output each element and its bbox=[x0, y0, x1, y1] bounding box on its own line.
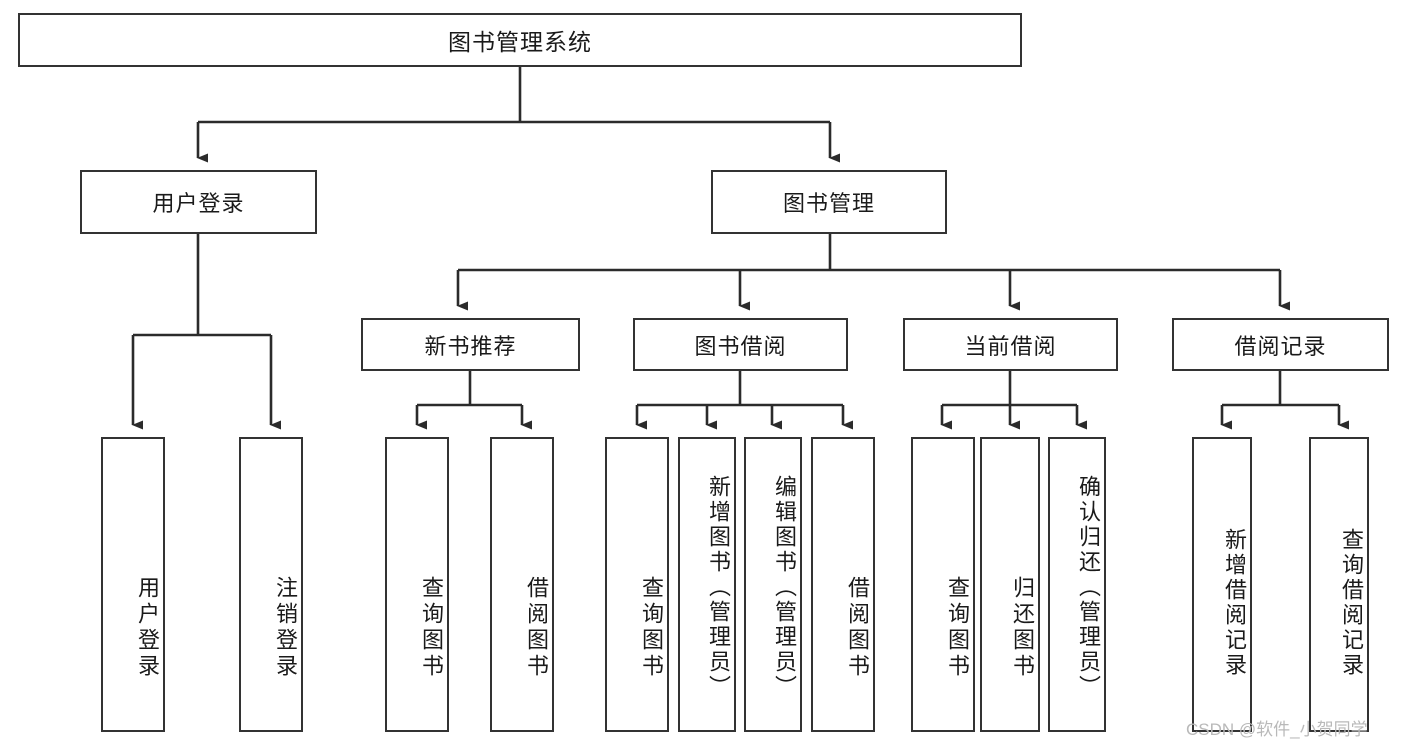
node-current-borrow-label: 当前借阅 bbox=[964, 333, 1057, 359]
leaf-logout[interactable]: 注销登录 bbox=[239, 437, 303, 732]
node-current-borrow[interactable]: 当前借阅 bbox=[903, 318, 1118, 371]
node-new-book-recommend[interactable]: 新书推荐 bbox=[361, 318, 580, 371]
leaf-query-book-3[interactable]: 查询图书 bbox=[911, 437, 975, 732]
leaf-query-book-1-label: 查询图书 bbox=[419, 575, 444, 680]
node-book-borrow-label: 图书借阅 bbox=[694, 333, 787, 359]
leaf-query-borrow-record-label: 查询借阅记录 bbox=[1339, 527, 1364, 678]
leaf-add-book-admin[interactable]: 新增图书（管理员） bbox=[678, 437, 736, 732]
leaf-edit-book-admin-label: 编辑图书（管理员） bbox=[772, 475, 797, 700]
watermark: CSDN @软件_小贺同学 bbox=[1186, 720, 1368, 739]
leaf-add-borrow-record[interactable]: 新增借阅记录 bbox=[1192, 437, 1252, 732]
leaf-confirm-return-admin-label: 确认归还（管理员） bbox=[1076, 475, 1101, 700]
leaf-borrow-book-1-label: 借阅图书 bbox=[524, 575, 549, 680]
leaf-logout-label: 注销登录 bbox=[273, 575, 298, 680]
node-borrow-record-label: 借阅记录 bbox=[1234, 333, 1327, 359]
leaf-return-book[interactable]: 归还图书 bbox=[980, 437, 1040, 732]
leaf-user-login[interactable]: 用户登录 bbox=[101, 437, 165, 732]
node-book-borrow[interactable]: 图书借阅 bbox=[633, 318, 848, 371]
leaf-confirm-return-admin[interactable]: 确认归还（管理员） bbox=[1048, 437, 1106, 732]
leaf-user-login-label: 用户登录 bbox=[135, 575, 160, 680]
leaf-edit-book-admin[interactable]: 编辑图书（管理员） bbox=[744, 437, 802, 732]
leaf-add-borrow-record-label: 新增借阅记录 bbox=[1222, 527, 1247, 678]
leaf-query-book-1[interactable]: 查询图书 bbox=[385, 437, 449, 732]
node-book-manage[interactable]: 图书管理 bbox=[711, 170, 947, 234]
leaf-query-borrow-record[interactable]: 查询借阅记录 bbox=[1309, 437, 1369, 732]
node-book-manage-label: 图书管理 bbox=[782, 191, 875, 216]
leaf-borrow-book-2-label: 借阅图书 bbox=[845, 575, 870, 680]
node-user-login-label: 用户登录 bbox=[152, 191, 245, 216]
node-user-login[interactable]: 用户登录 bbox=[80, 170, 317, 234]
node-root-label: 图书管理系统 bbox=[448, 29, 592, 55]
leaf-return-book-label: 归还图书 bbox=[1010, 575, 1035, 680]
leaf-query-book-3-label: 查询图书 bbox=[945, 575, 970, 680]
leaf-add-book-admin-label: 新增图书（管理员） bbox=[706, 475, 731, 700]
node-borrow-record[interactable]: 借阅记录 bbox=[1172, 318, 1389, 371]
leaf-query-book-2-label: 查询图书 bbox=[639, 575, 664, 680]
leaf-borrow-book-2[interactable]: 借阅图书 bbox=[811, 437, 875, 732]
leaf-borrow-book-1[interactable]: 借阅图书 bbox=[490, 437, 554, 732]
leaf-query-book-2[interactable]: 查询图书 bbox=[605, 437, 669, 732]
node-root[interactable]: 图书管理系统 bbox=[18, 13, 1022, 67]
node-new-book-recommend-label: 新书推荐 bbox=[424, 333, 517, 359]
